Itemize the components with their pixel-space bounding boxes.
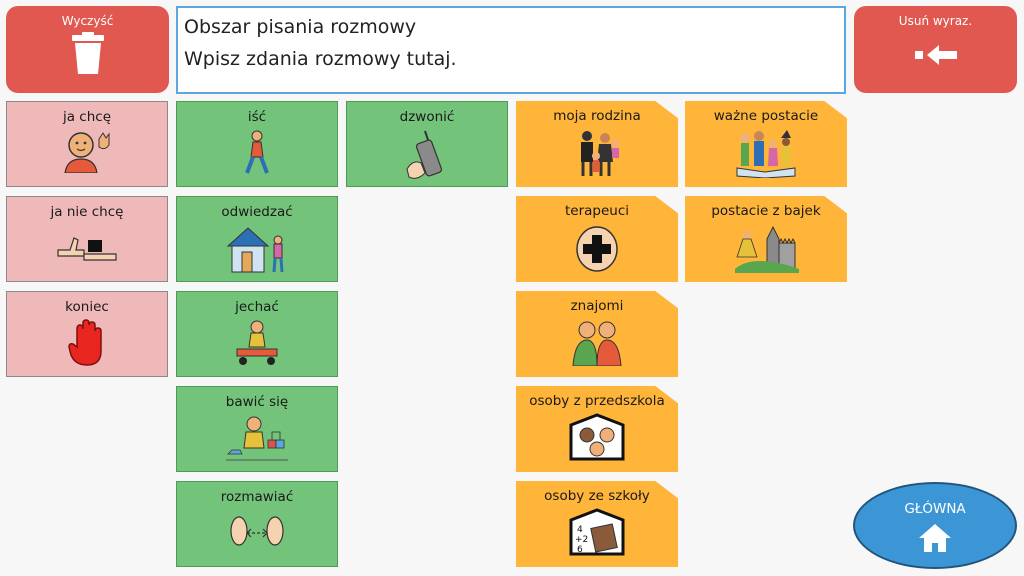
tile-want-label: ja chcę — [62, 109, 112, 125]
message-line-1: Obszar pisania rozmowy — [184, 16, 417, 38]
tile-play-label: bawić się — [225, 394, 289, 410]
family-group-icon — [581, 131, 619, 176]
tile-want[interactable]: ja chcę — [6, 101, 168, 187]
backspace-arrow-icon — [914, 45, 957, 65]
walking-person-icon — [245, 130, 269, 174]
tile-therapists[interactable]: terapeuci — [516, 196, 678, 282]
delete-word-label: Usuń wyraz. — [898, 14, 973, 28]
home-button-label: GŁÓWNA — [904, 501, 966, 517]
tile-school[interactable]: osoby ze szkoły 4 +2 6 — [516, 481, 678, 567]
two-friends-icon — [572, 321, 622, 366]
tile-preschool-label: osoby z przedszkola — [529, 393, 665, 409]
medical-cross-head-icon — [576, 226, 618, 272]
svg-text:4: 4 — [577, 525, 583, 535]
hand-refusing-object-icon — [57, 237, 117, 261]
tile-school-label: osoby ze szkoły — [544, 488, 650, 504]
mobile-phone-icon — [406, 130, 443, 179]
message-area[interactable]: Obszar pisania rozmowy Wpisz zdania rozm… — [176, 6, 846, 94]
two-heads-talking-icon — [230, 516, 284, 546]
tile-play[interactable]: bawić się — [176, 386, 338, 472]
book-characters-icon — [736, 130, 796, 178]
tile-dont-want-label: ja nie chcę — [50, 204, 124, 220]
tile-friends[interactable]: znajomi — [516, 291, 678, 377]
house-visit-icon — [226, 227, 284, 273]
tile-talk-label: rozmawiać — [220, 489, 294, 505]
school-math-book-icon: 4 +2 6 — [569, 508, 625, 556]
tile-go-label: iść — [247, 109, 267, 125]
tile-call[interactable]: dzwonić — [346, 101, 508, 187]
tile-ride-label: jechać — [235, 299, 279, 315]
tile-friends-label: znajomi — [570, 298, 624, 314]
tile-fairytale-characters-label: postacie z bajek — [711, 203, 821, 219]
tile-family[interactable]: moja rodzina — [516, 101, 678, 187]
svg-text:+2: +2 — [575, 535, 588, 545]
tile-fairytale-characters[interactable]: postacie z bajek — [685, 196, 847, 282]
playing-child-icon — [226, 416, 288, 461]
tile-go[interactable]: iść — [176, 101, 338, 187]
tile-visit-label: odwiedzać — [221, 204, 293, 220]
tile-talk[interactable]: rozmawiać — [176, 481, 338, 567]
tile-end[interactable]: koniec — [6, 291, 168, 377]
delete-word-button[interactable]: Usuń wyraz. — [854, 6, 1017, 93]
tile-family-label: moja rodzina — [553, 108, 641, 124]
home-icon — [919, 524, 951, 552]
person-pointing-self-icon — [64, 132, 110, 173]
go-kart-icon — [236, 320, 278, 365]
tile-call-label: dzwonić — [399, 109, 455, 125]
tile-important-figures[interactable]: ważne postacie — [685, 101, 847, 187]
tile-important-figures-label: ważne postacie — [713, 108, 819, 124]
tile-ride[interactable]: jechać — [176, 291, 338, 377]
clear-button-label: Wyczyść — [61, 14, 114, 28]
tile-dont-want[interactable]: ja nie chcę — [6, 196, 168, 282]
trash-icon — [71, 32, 104, 74]
tile-end-label: koniec — [65, 299, 109, 315]
preschool-children-icon — [569, 413, 625, 461]
castle-princess-icon — [735, 225, 799, 273]
home-button[interactable]: GŁÓWNA — [853, 482, 1017, 569]
svg-text:6: 6 — [577, 545, 583, 555]
tile-therapists-label: terapeuci — [564, 203, 630, 219]
tile-preschool[interactable]: osoby z przedszkola — [516, 386, 678, 472]
tile-visit[interactable]: odwiedzać — [176, 196, 338, 282]
clear-button[interactable]: Wyczyść — [6, 6, 169, 93]
stop-hand-icon — [68, 319, 102, 366]
message-line-2: Wpisz zdania rozmowy tutaj. — [184, 48, 457, 70]
